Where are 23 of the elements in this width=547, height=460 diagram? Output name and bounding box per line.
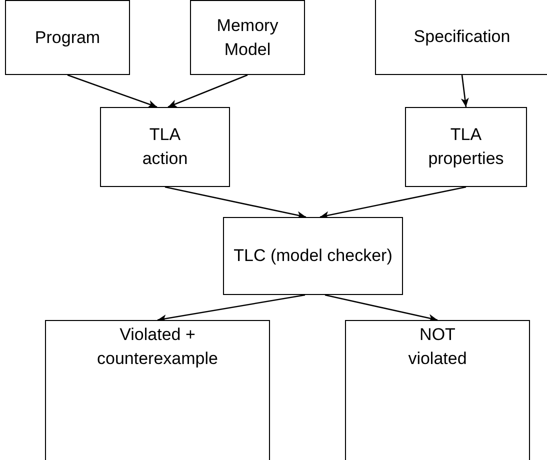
arrow bbox=[320, 186, 466, 220]
arrow bbox=[157, 294, 306, 322]
box-label: Violated + counterexample bbox=[96, 324, 219, 370]
box-label: TLC (model checker) bbox=[234, 245, 392, 267]
arrow bbox=[324, 294, 438, 322]
process-box bbox=[375, 0, 547, 75]
box-label: Program bbox=[34, 26, 100, 48]
process-box bbox=[190, 0, 305, 75]
process-box bbox=[100, 107, 230, 187]
process-box bbox=[405, 107, 527, 187]
box-label: TLA properties bbox=[427, 124, 505, 170]
box-label: TLA action bbox=[141, 124, 189, 170]
arrow bbox=[168, 74, 248, 108]
box-label: Memory Model bbox=[216, 14, 280, 60]
arrow bbox=[164, 186, 306, 220]
arrow bbox=[460, 74, 469, 108]
box-label: Specification bbox=[414, 26, 510, 48]
process-box bbox=[345, 320, 530, 460]
process-box bbox=[5, 0, 130, 75]
process-box bbox=[223, 217, 403, 295]
process-box bbox=[45, 320, 270, 460]
arrow bbox=[67, 74, 158, 108]
box-label: NOT violated bbox=[407, 324, 468, 370]
